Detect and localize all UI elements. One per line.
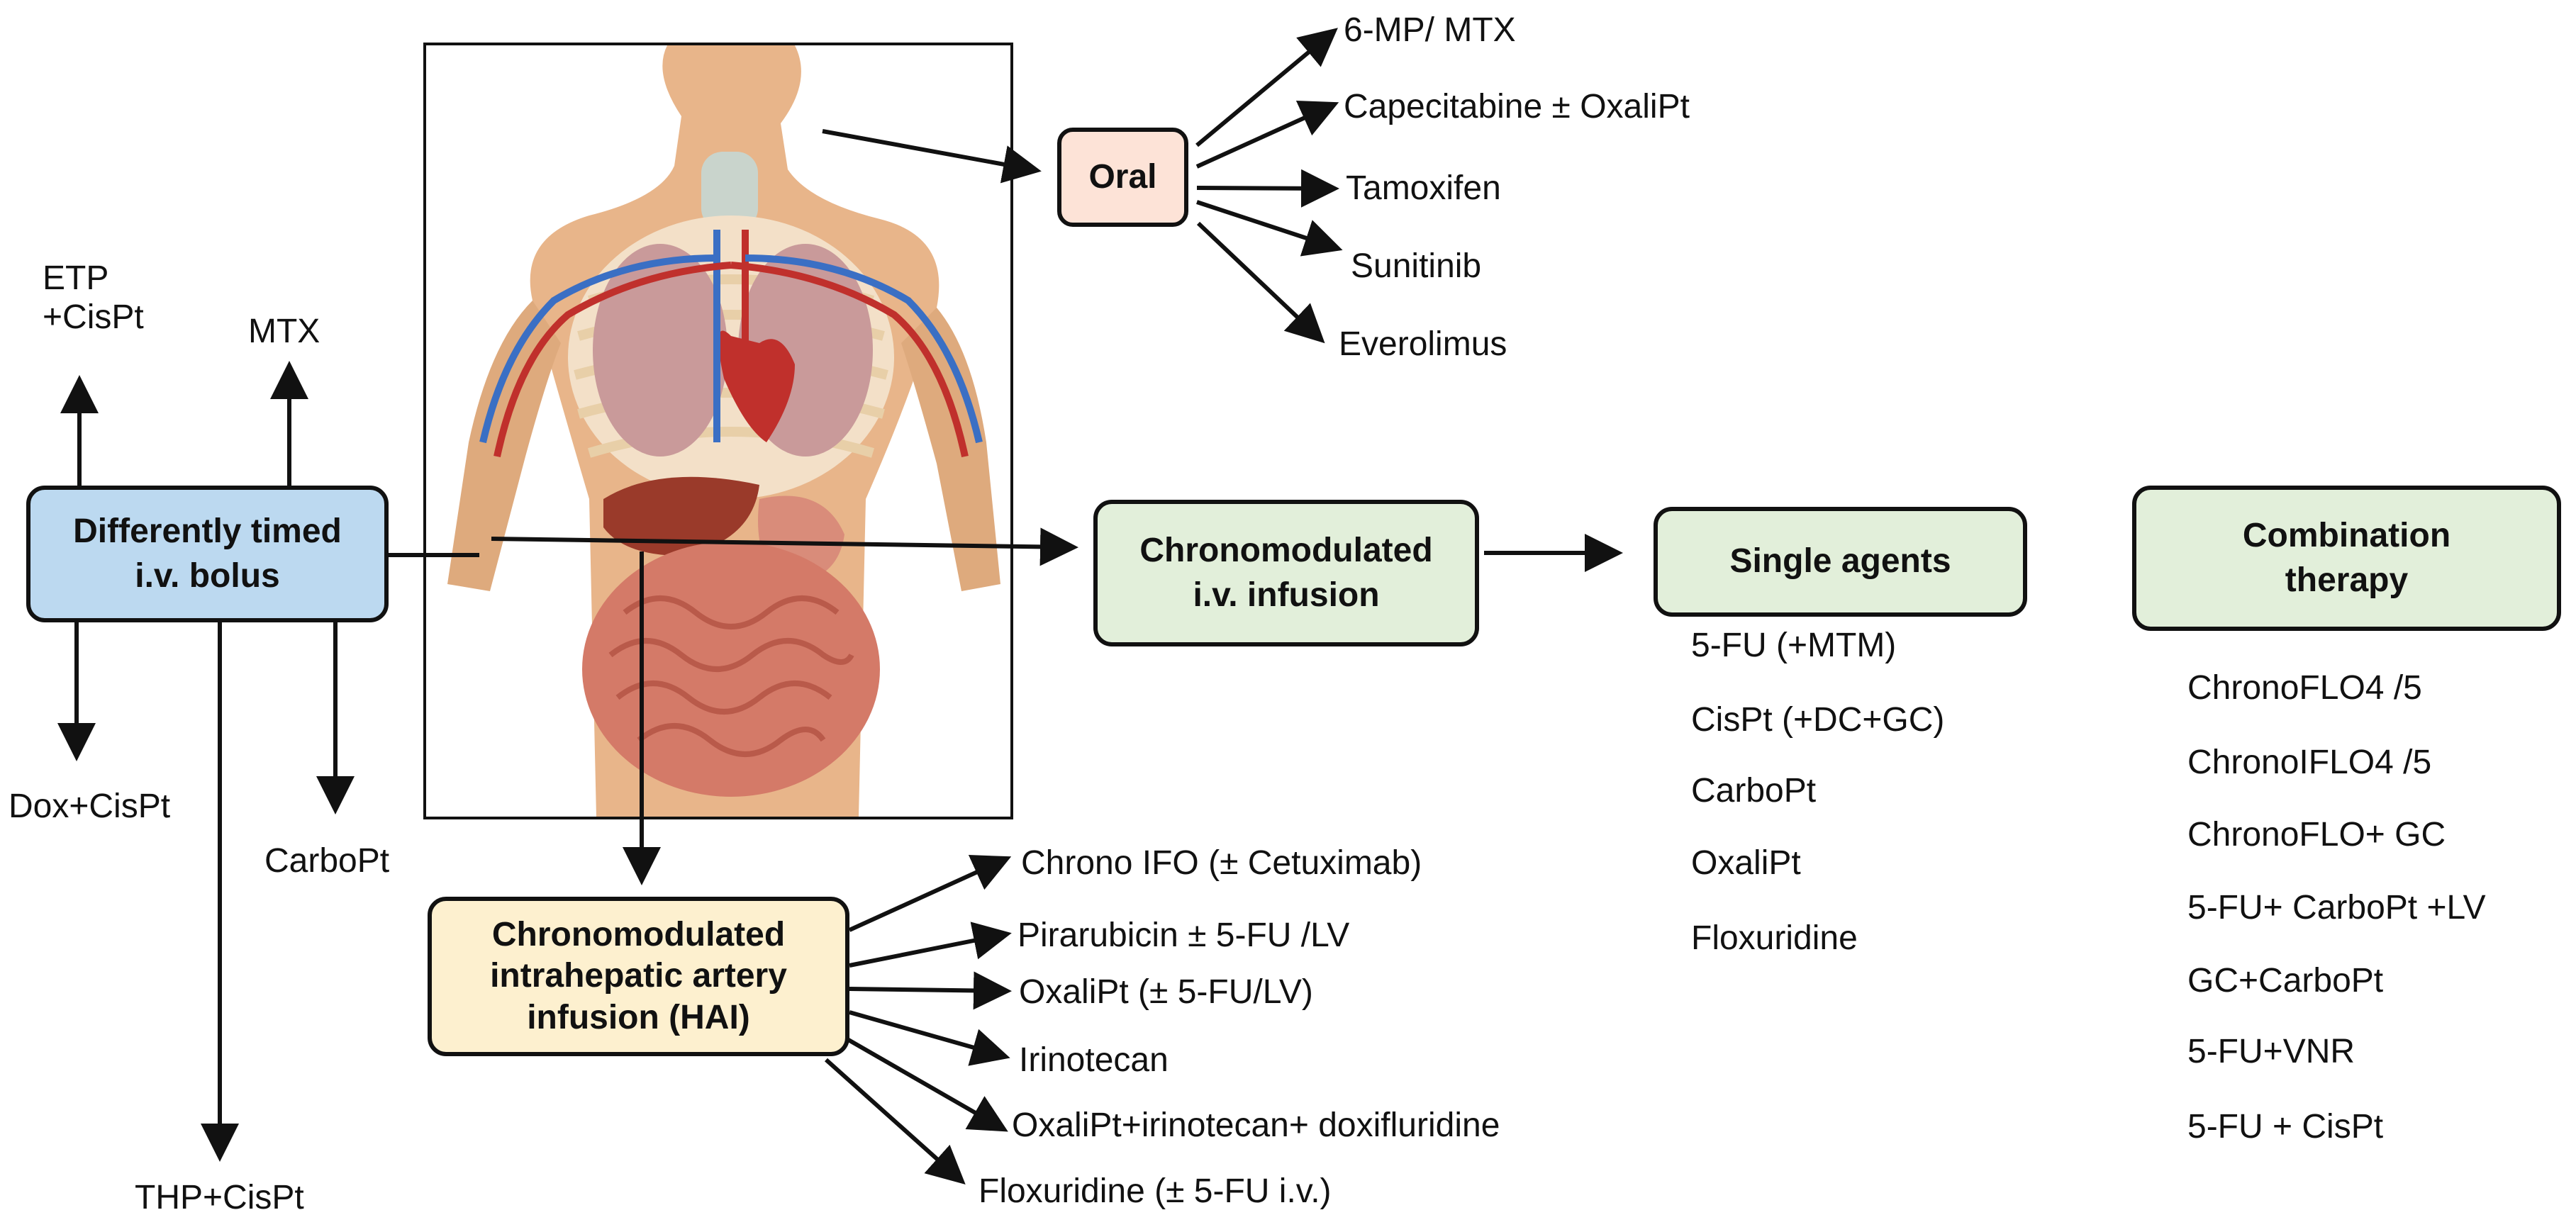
hai-drug: Floxuridine (± 5-FU i.v.) — [978, 1172, 1332, 1210]
combination-item: ChronoFLO4 /5 — [2187, 669, 2422, 707]
oral-drug: 6-MP/ MTX — [1344, 11, 1516, 49]
single-agents-node: Single agents — [1654, 507, 2027, 617]
bolus-target-dox: Dox+CisPt — [9, 788, 171, 825]
arrow-hai-pirarubicin — [849, 922, 1012, 968]
arrow-hai-chronoifo — [848, 855, 1012, 932]
hai-drug: OxaliPt+irinotecan+ doxifluridine — [1012, 1107, 1500, 1144]
oral-drug: Sunitinib — [1351, 247, 1482, 285]
arrow-oral-6mp — [1195, 28, 1338, 147]
arrow-hai-irinotecan — [849, 1010, 1010, 1066]
bolus-target-mtx: MTX — [248, 313, 320, 350]
hai-node-label: Chronomodulated intrahepatic artery infu… — [490, 915, 787, 1036]
oral-node: Oral — [1057, 128, 1188, 227]
combination-item: ChronoIFLO4 /5 — [2187, 744, 2432, 781]
combination-item: 5-FU + CisPt — [2187, 1108, 2384, 1146]
arrow-mouth-to-oral — [822, 129, 1042, 184]
hai-drug: Pirarubicin ± 5-FU /LV — [1017, 917, 1350, 954]
combination-item: GC+CarboPt — [2187, 962, 2384, 999]
arrow-hai-floxuridine — [824, 1058, 966, 1185]
human-anatomy-icon — [426, 45, 1010, 817]
bolus-target-etp: ETP +CisPt — [43, 259, 144, 337]
arrow-oral-everolimus — [1196, 221, 1325, 344]
single-agent-item: 5-FU (+MTM) — [1691, 627, 1897, 664]
single-agent-item: OxaliPt — [1691, 844, 1801, 882]
combination-therapy-node: Combination therapy — [2132, 486, 2561, 631]
single-agent-item: CisPt (+DC+GC) — [1691, 701, 1945, 739]
bolus-target-carbopt: CarboPt — [264, 842, 390, 880]
combination-item: 5-FU+VNR — [2187, 1033, 2355, 1070]
hai-node: Chronomodulated intrahepatic artery infu… — [428, 897, 849, 1056]
oral-drug: Everolimus — [1339, 325, 1507, 363]
arrow-body-to-infusion — [491, 527, 1078, 566]
single-agents-label: Single agents — [1729, 542, 1951, 581]
bolus-node: Differently timed i.v. bolus — [26, 486, 389, 622]
bolus-target-thp: THP+CisPt — [135, 1179, 304, 1216]
anatomy-figure — [423, 43, 1013, 819]
hai-drug: Chrono IFO (± Cetuximab) — [1021, 844, 1422, 882]
infusion-node: Chronomodulated i.v. infusion — [1093, 500, 1479, 646]
hai-drug: OxaliPt (± 5-FU/LV) — [1019, 973, 1313, 1011]
combination-therapy-label: Combination therapy — [2242, 517, 2451, 599]
oral-drug: Capecitabine ± OxaliPt — [1344, 88, 1690, 125]
arrow-oral-capecitabine — [1195, 100, 1339, 169]
arrow-hai-oxalipt — [849, 971, 1012, 1010]
oral-node-label: Oral — [1088, 157, 1157, 196]
bolus-node-label: Differently timed i.v. bolus — [73, 513, 342, 595]
hai-drug: Irinotecan — [1019, 1041, 1169, 1079]
oral-drug: Tamoxifen — [1346, 169, 1501, 207]
combination-item: ChronoFLO+ GC — [2187, 816, 2446, 853]
arrow-oral-sunitinib — [1196, 200, 1343, 257]
infusion-node-label: Chronomodulated i.v. infusion — [1139, 532, 1433, 614]
single-agent-item: Floxuridine — [1691, 919, 1858, 957]
arrow-oral-tamoxifen — [1196, 169, 1339, 208]
arrow-hai-oxalipt-irinotecan — [841, 1034, 1008, 1132]
single-agent-item: CarboPt — [1691, 772, 1817, 810]
combination-item: 5-FU+ CarboPt +LV — [2187, 889, 2486, 926]
